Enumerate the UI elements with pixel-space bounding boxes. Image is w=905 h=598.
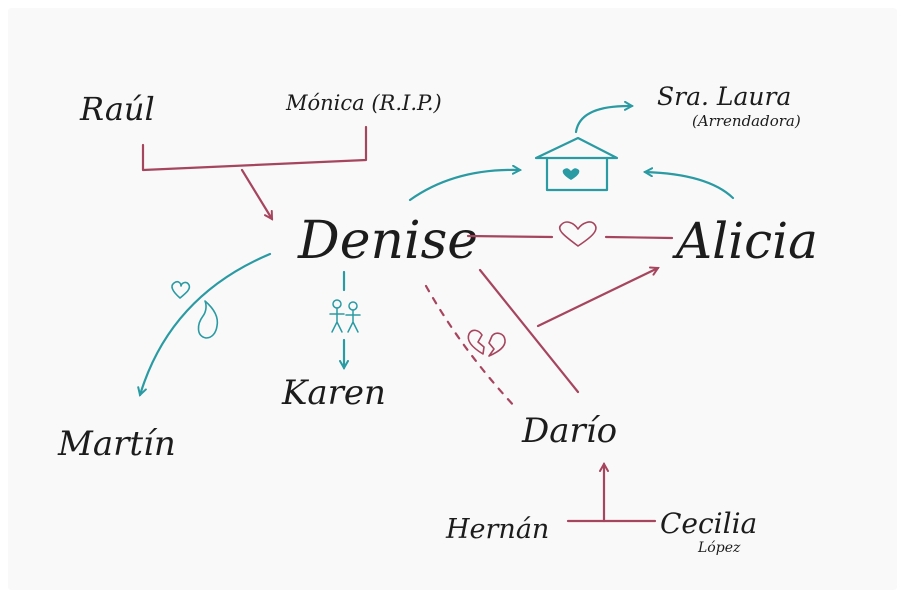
children-icon [329, 299, 361, 333]
denise-to-house-arrow [408, 170, 520, 202]
alicia-to-house-arrow [645, 172, 735, 200]
broken-heart-icon [467, 329, 506, 357]
person-raul: Raúl [79, 90, 155, 128]
person-alicia: Alicia [672, 212, 818, 270]
parents-to-denise-arrow [240, 168, 274, 219]
house-icon [534, 136, 619, 192]
parents-bracket [141, 125, 368, 172]
denise-alicia-line-left [466, 234, 554, 239]
person-martin: Martín [57, 424, 176, 464]
denise-dario-line [478, 268, 580, 394]
person-dario: Darío [521, 411, 617, 451]
person-hernan: Hernán [445, 514, 549, 545]
person-karen: Karen [281, 373, 386, 413]
person-monica: Mónica (R.I.P.) [285, 91, 442, 115]
person-cecilia-surname: López [697, 540, 741, 556]
denise-dario-past-line [424, 284, 518, 410]
denise-to-martin-arrow [140, 252, 272, 395]
denise-alicia-line-right [604, 235, 674, 240]
person-cecilia: Cecilia [660, 507, 757, 540]
flame-icon [197, 300, 219, 339]
heart-icon [559, 221, 597, 247]
heart-icon [171, 280, 191, 299]
dario-to-alicia-arrow [536, 268, 658, 328]
paper-background [8, 8, 897, 590]
person-laura-role: (Arrendadora) [692, 112, 801, 130]
house-to-laura-arrow [574, 106, 632, 134]
person-denise: Denise [297, 211, 478, 271]
person-laura: Sra. Laura [657, 82, 791, 111]
